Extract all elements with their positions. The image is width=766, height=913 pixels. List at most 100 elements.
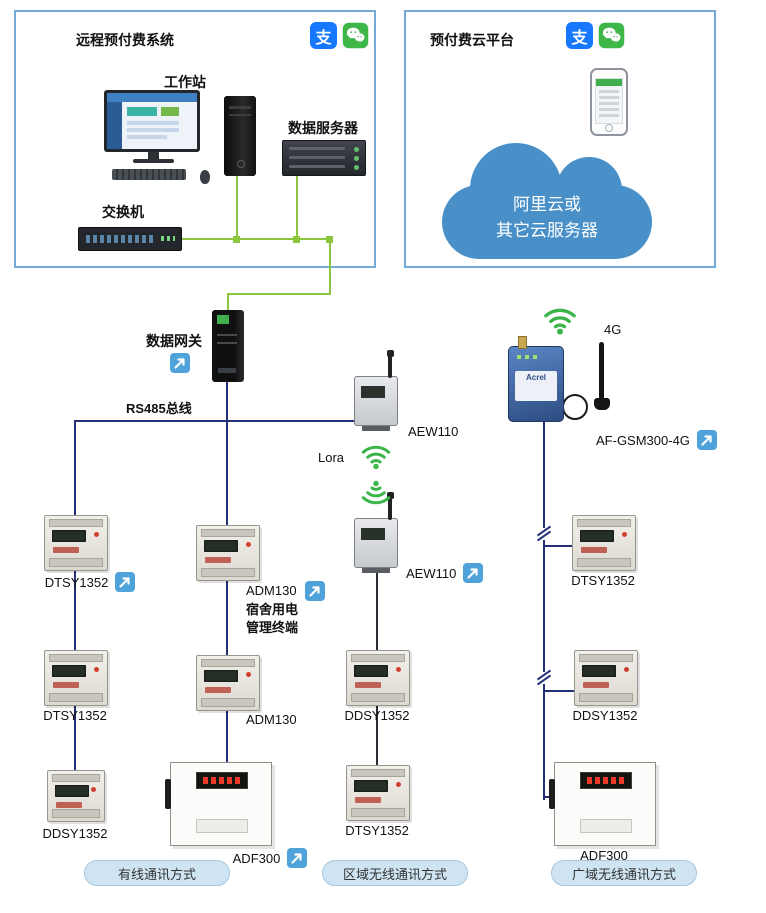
monitor-stand: [148, 152, 159, 159]
label-adf300: ADF300: [210, 848, 330, 868]
modem-brand-label: Acrel: [515, 371, 557, 401]
monitor-base: [133, 159, 174, 163]
aew-screen: [361, 386, 385, 398]
phone-home-button: [605, 124, 613, 132]
device-model-text: DDSY1352: [42, 826, 108, 841]
acquisition-box-adf300: [165, 762, 272, 846]
alipay-glyph: 支: [315, 29, 332, 47]
keyboard: [112, 169, 186, 180]
cloud-text-line2: 其它云服务器: [496, 221, 598, 241]
device-model-text: ADM130: [246, 712, 297, 727]
terminal-adm130: [196, 655, 260, 711]
meter-led: [94, 532, 99, 537]
meter-led: [624, 667, 629, 672]
switch-label: 交换机: [102, 204, 144, 220]
meter-lcd: [52, 665, 86, 677]
link-arrow-icon[interactable]: [115, 572, 136, 592]
device-model-text: DTSY1352: [44, 574, 109, 590]
rs485-gateway-drop: [226, 382, 228, 422]
legend-text: 广域无线通讯方式: [571, 866, 676, 882]
rs485-bus-line: [74, 420, 378, 422]
lan-line-to-gateway: [227, 293, 331, 295]
link-arrow-icon[interactable]: [696, 430, 717, 450]
energy-meter-ddsy1352: [346, 650, 410, 706]
label-af-gsm300-4g: AF-GSM300-4G: [596, 430, 756, 450]
cloud-box-title: 预付费云平台: [430, 32, 514, 48]
network-switch: [78, 227, 182, 251]
switch-ports: [86, 235, 156, 243]
label-ddsy1352: DDSY1352: [27, 826, 123, 841]
lora-label: Lora: [318, 450, 345, 465]
label-dtsy1352: DTSY1352: [555, 573, 651, 588]
wechat-icon: [342, 22, 369, 49]
line-break-mark: [536, 528, 552, 540]
lan-line-tower: [236, 176, 238, 239]
energy-meter-dtsy1352: [572, 515, 636, 571]
switch-leds: [161, 236, 175, 241]
aew-body: [354, 518, 398, 568]
meter-led: [396, 782, 401, 787]
label-adm130: ADM130: [246, 712, 297, 727]
fourg-label: 4G: [604, 322, 622, 337]
lan-line-gateway-drop: [227, 295, 229, 312]
meter-lcd: [204, 670, 238, 682]
lora-radio-aew110: [354, 350, 398, 431]
alipay-icon: 支: [310, 22, 337, 49]
meter-led: [246, 542, 251, 547]
aew-antenna: [386, 492, 394, 520]
device-model-text: DDSY1352: [344, 708, 410, 723]
device-model-text: ADF300: [580, 848, 628, 863]
legend-wired-mode: 有线通讯方式: [84, 860, 230, 886]
lan-line-down: [329, 240, 331, 295]
lan-line-horizontal: [180, 238, 331, 240]
link-arrow-icon[interactable]: [287, 848, 308, 868]
meter-lcd: [580, 530, 614, 542]
meter-stub: [545, 690, 574, 692]
meter-led: [94, 667, 99, 672]
device-model-text: ADM130: [246, 583, 297, 599]
acquisition-box-adf300: [549, 762, 656, 846]
cloud-shape: [442, 143, 652, 259]
pc-tower: [224, 96, 256, 176]
adf-display: [196, 772, 248, 789]
label-adm130-terminal: ADM130 宿舍用电 管理终端: [246, 581, 325, 636]
energy-meter-dtsy1352: [346, 765, 410, 821]
gsm-column-spine: [543, 418, 545, 800]
link-arrow-icon[interactable]: [170, 353, 190, 373]
terminal-desc-line2: 管理终端: [246, 619, 299, 635]
energy-meter-dtsy1352: [44, 650, 108, 706]
aew-antenna: [386, 350, 394, 378]
label-aew110: AEW110: [406, 563, 516, 583]
wifi-signal-icon: [540, 300, 580, 340]
antenna-connector: [518, 336, 527, 349]
cloud-text-line1: 阿里云或: [513, 195, 581, 214]
lora-radio-aew110: [354, 492, 398, 573]
lan-junction: [326, 236, 333, 243]
device-model-text: DTSY1352: [571, 573, 635, 588]
adf-slot: [580, 819, 632, 833]
terminal-adm130: [196, 525, 260, 581]
label-ddsy1352: DDSY1352: [557, 708, 653, 723]
device-model-text: DDSY1352: [572, 708, 638, 723]
meter-lcd: [52, 530, 86, 542]
link-arrow-icon[interactable]: [304, 581, 325, 601]
legend-regional-wireless-mode: 区域无线通讯方式: [322, 860, 468, 886]
meter-lcd: [55, 785, 89, 797]
fourg-antenna-rod: [599, 342, 604, 400]
fourg-antenna-base: [594, 398, 610, 410]
label-aew110: AEW110: [408, 424, 459, 439]
meter-lcd: [582, 665, 616, 677]
power-button: [237, 160, 245, 168]
meter-led: [91, 787, 96, 792]
device-model-text: AF-GSM300-4G: [596, 432, 690, 448]
meter-led: [396, 667, 401, 672]
link-arrow-icon[interactable]: [463, 563, 484, 583]
aew-screen: [361, 528, 385, 540]
gsm-modem-af-gsm300: Acrel: [508, 336, 564, 422]
adf-display: [580, 772, 632, 789]
aew-bracket: [362, 568, 390, 573]
label-dtsy1352: DTSY1352: [27, 708, 123, 723]
energy-meter-dtsy1352: [44, 515, 108, 571]
terminal-desc-line1: 宿舍用电: [246, 602, 299, 617]
